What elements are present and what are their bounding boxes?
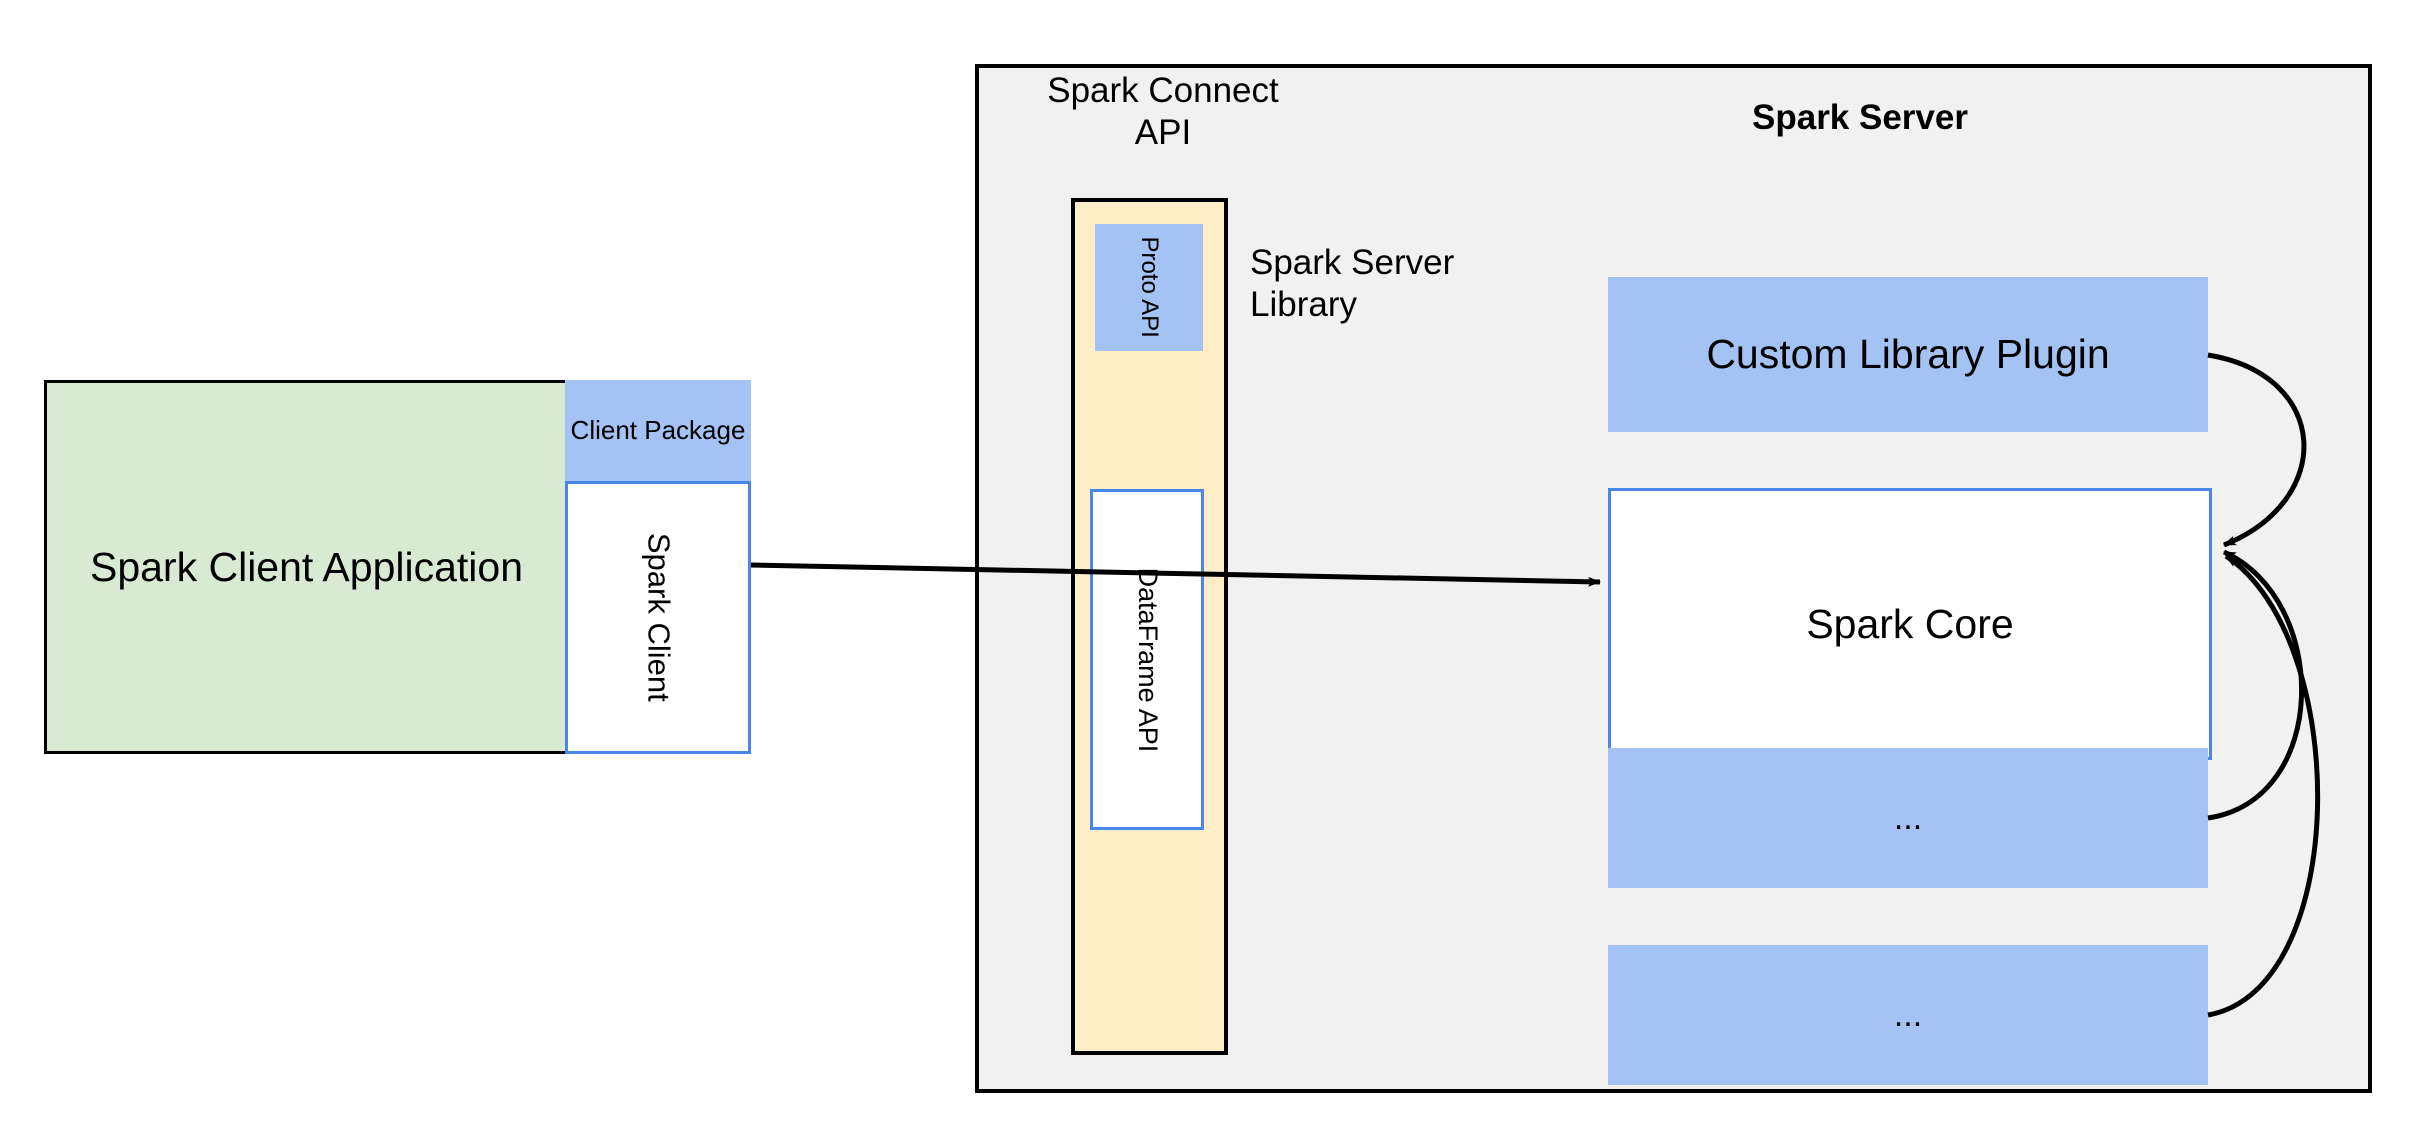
spark-server-title: Spark Server — [1752, 98, 1968, 137]
proto-api-label: Proto API — [1136, 236, 1164, 339]
proto-api-box[interactable]: Proto API — [1095, 224, 1203, 351]
spark-connect-api-label: Spark Connect API — [1047, 71, 1279, 152]
spark-client-label: Spark Client — [641, 533, 677, 702]
client-package-box[interactable]: Client Package — [565, 380, 751, 481]
spark-client-application-box[interactable]: Spark Client Application — [44, 380, 569, 754]
ellipsis-label-1: ... — [1893, 798, 1923, 837]
spark-core-label: Spark Core — [1806, 600, 2014, 647]
custom-library-plugin-box[interactable]: Custom Library Plugin — [1608, 277, 2208, 432]
dataframe-api-label: DataFrame API — [1132, 567, 1163, 752]
client-package-label: Client Package — [570, 415, 746, 446]
dataframe-api-box[interactable]: DataFrame API — [1090, 489, 1204, 830]
ellipsis-box-2[interactable]: ... — [1608, 945, 2208, 1085]
custom-library-plugin-label: Custom Library Plugin — [1706, 331, 2110, 378]
spark-core-box[interactable]: Spark Core — [1608, 488, 2212, 760]
spark-client-box[interactable]: Spark Client — [565, 481, 751, 754]
ellipsis-box-1[interactable]: ... — [1608, 748, 2208, 888]
spark-client-application-label: Spark Client Application — [89, 543, 524, 590]
ellipsis-label-2: ... — [1893, 995, 1923, 1034]
spark-server-library-label: Spark Server Library — [1250, 243, 1455, 324]
